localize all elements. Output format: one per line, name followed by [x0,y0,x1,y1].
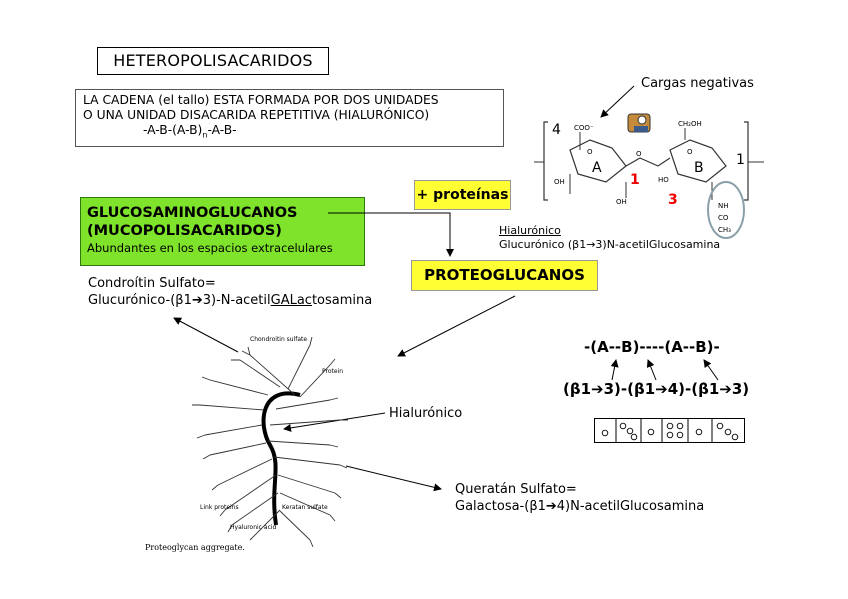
hyaluronic-structure: 4 A 1 B 1 3 COO⁻ CH₂OH OH OH HO O O O NH… [534,113,764,239]
o-link: O [636,150,642,158]
queratan-line-2: Galactosa-(β1➔4)N-acetilGlucosamina [455,499,705,514]
protein-label: Protein [322,368,343,375]
oh-label-2: OH [616,198,627,206]
condroitin-part-b: tosamina [311,293,373,308]
hyaluronic-backbone [261,391,301,526]
label-B: B [694,160,704,176]
o-ring-b: O [687,148,693,156]
gag-to-pg-arrow [328,212,454,257]
aggregate-caption: Proteoglycan aggregate. [145,543,245,552]
gag-box: GLUCOSAMINOGLUCANOS (MUCOPOLISACARIDOS) … [80,197,365,266]
nh-label: NH [718,202,729,210]
gag-subtitle: Abundantes en los espacios extracelulare… [87,241,333,255]
hyaluronic-acid-label: Hyaluronic acid [230,524,277,531]
oh-label-1: OH [554,178,565,186]
bond-arrows [610,359,719,381]
label-1a: 1 [630,172,640,188]
o-ring-a: O [587,148,593,156]
formula-part-b: -A-B- [207,123,237,137]
label-1b: 1 [736,152,745,168]
hialuronico-pointer-label: Hialurónico [389,406,463,421]
co-label: CO [718,214,729,222]
proteoglucanos-box: PROTEOGLUCANOS [411,260,598,291]
condroitin-arrow [173,317,239,353]
charge-figure-icon [627,113,651,133]
hialuronico-formula: Glucurónico (β1→3)N-acetilGlucosamina [499,238,721,251]
pg-to-aggregate-arrow [397,295,516,357]
definition-box: LA CADENA (el tallo) ESTA FORMADA POR DO… [75,89,504,147]
condroitin-line-2: Glucurónico-(β1➔3)-N-acetilGALactosamina [88,293,372,309]
gag-title-line-1: GLUCOSAMINOGLUCANOS [87,205,298,221]
definition-line-2: O UNA UNIDAD DISACARIDA REPETITIVA (HIAL… [83,108,430,122]
formula-part-a: -A-B-(A-B) [143,123,203,137]
bristles [192,336,348,548]
proteinas-box: + proteínas [414,180,511,210]
ch3-label: CH₃ [718,226,731,234]
definition-line-1: LA CADENA (el tallo) ESTA FORMADA POR DO… [83,93,439,107]
hialuronico-title: Hialurónico [499,224,561,237]
bonds-top: -(A--B)----(A--B)- [584,338,720,356]
definition-formula: -A-B-(A-B)n-A-B- [83,123,503,142]
page-title: HETEROPOLISACARIDOS [97,47,329,75]
sugar-chain-boxes [594,418,745,443]
label-A: A [592,160,602,176]
cargas-label: Cargas negativas [641,76,754,91]
coo-label: COO⁻ [574,124,594,132]
bonds-bottom: (β1➔3)-(β1➔4)-(β1➔3) [563,380,750,398]
link-proteins-label: Link proteins [200,504,239,511]
ch2oh-label: CH₂OH [678,120,702,128]
label-3: 3 [668,192,678,208]
proteoglycan-aggregate: Chondroitin sulfate Protein Link protein… [192,336,348,548]
condroitin-line-1: Condroítin Sulfato= [88,276,216,291]
hialuronico-arrow [283,412,386,432]
chondroitin-label: Chondroitin sulfate [250,336,307,343]
formula-subscript: n [202,130,208,140]
condroitin-part-underlined: GALac [270,293,312,308]
gag-title-line-2: (MUCOPOLISACARIDOS) [87,223,282,239]
ho-label: HO [658,176,669,184]
cargas-arrow [600,85,635,118]
condroitin-part-a: Glucurónico-(β1➔3)-N-acetil [88,293,271,308]
queratan-line-1: Queratán Sulfato= [455,482,577,497]
queratan-arrow [345,465,442,492]
keratan-label: Keratan sulfate [282,504,328,511]
label-4: 4 [552,122,561,138]
